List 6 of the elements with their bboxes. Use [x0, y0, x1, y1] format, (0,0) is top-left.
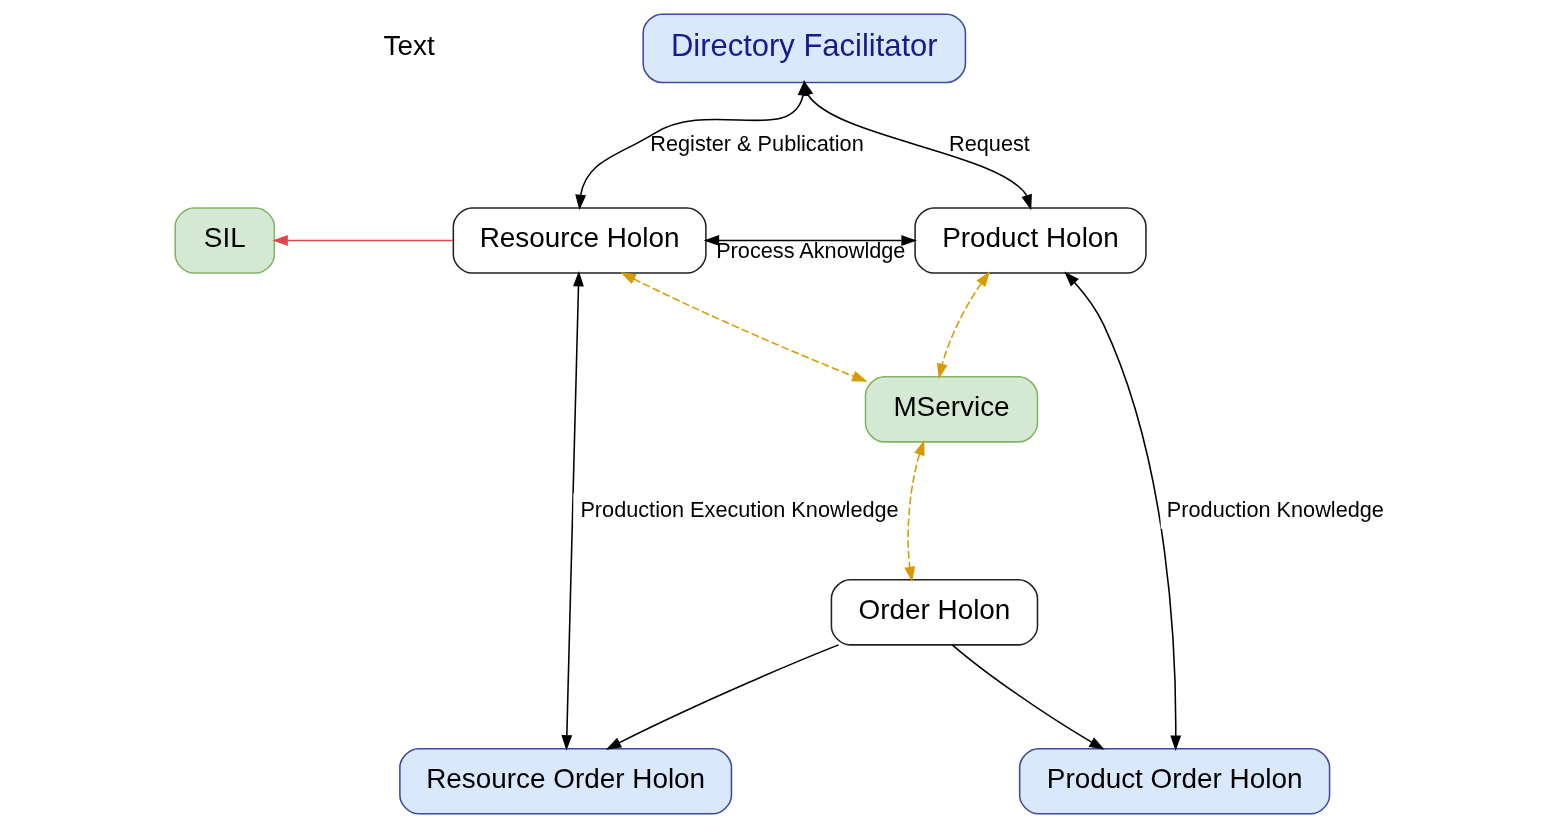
edge-label: Production Execution Knowledge — [579, 497, 899, 523]
edge-label: Register & Publication — [649, 130, 864, 156]
edge-label: Process Aknowldge — [715, 237, 905, 263]
label: Text — [383, 30, 435, 62]
edge-label: Production Knowledge — [1166, 497, 1384, 523]
edge-label: Request — [948, 130, 1030, 156]
